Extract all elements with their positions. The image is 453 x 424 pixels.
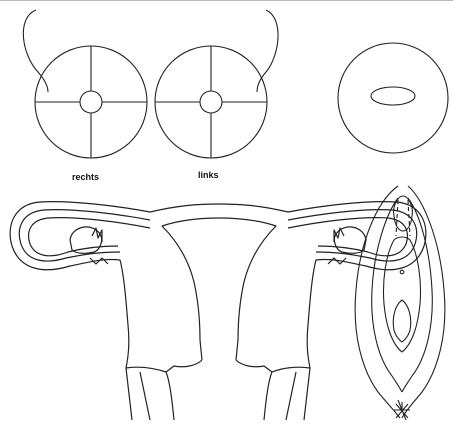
label-right: rechts	[72, 172, 99, 182]
label-left: links	[198, 170, 219, 180]
